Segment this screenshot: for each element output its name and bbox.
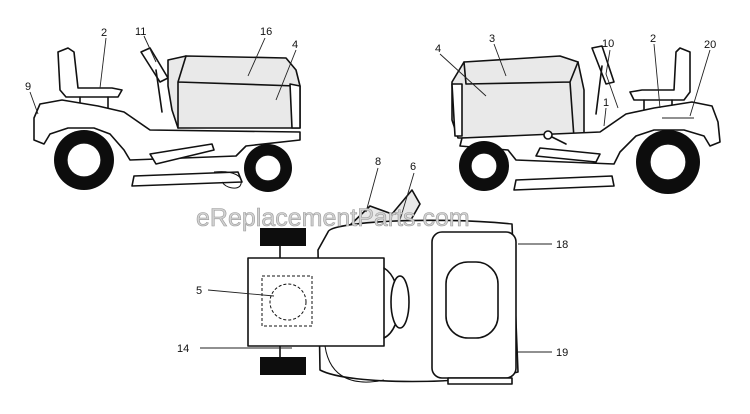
mower-deck-top [324,345,385,383]
rear-wheel-rim [66,142,102,178]
callout-2-right: 2 [650,33,656,45]
callout-labels: 2 11 16 4 9 3 4 10 2 20 1 8 6 5 14 18 19 [25,26,716,359]
rear-fender [459,101,721,165]
rear-wheel-rim [649,143,687,181]
hood [451,55,585,139]
steering-column [595,65,603,115]
callout-8: 8 [375,156,381,168]
hood-top-panel [463,61,579,139]
leader-lines [29,35,711,353]
tractor-top-view [247,189,519,385]
steering-wheel [140,47,169,83]
foot-deck [149,143,215,165]
callout-11: 11 [135,26,146,38]
callout-10: 10 [602,38,614,50]
steering-wheel [591,45,615,85]
watermark: eReplacementParts.com [196,204,470,232]
throttle-lever [551,136,567,145]
callout-4-left: 4 [292,39,298,51]
callout-18: 18 [556,239,568,251]
tractor-left-side-view [33,47,301,192]
steering-column [155,69,163,113]
callout-1: 1 [603,97,609,109]
callout-9: 9 [25,81,31,93]
rear-fender [33,99,301,161]
front-left-tire [260,228,306,246]
tractor-right-side-view [451,45,721,194]
throttle-knob [543,130,553,140]
mower-deck [131,171,243,187]
front-wheel-rim [470,152,498,180]
hood-grille [451,83,463,137]
front-right-tire [260,357,306,375]
hood [167,55,301,129]
seat-cushion [445,261,499,339]
hood-top-panel [177,55,297,129]
callout-20: 20 [704,39,716,51]
callout-6: 6 [410,161,416,173]
callout-19: 19 [556,347,568,359]
hood-top [247,257,385,347]
decal-5-outline [261,275,313,327]
front-wheel-rim [254,154,282,182]
callout-4-right: 4 [435,43,441,55]
dash-ellipse [390,275,410,329]
callout-14: 14 [177,343,189,355]
foot-deck [535,147,601,163]
mower-deck [513,175,615,191]
callout-16: 16 [260,26,272,38]
callout-2-left: 2 [101,27,107,39]
rear-bumper [447,377,513,385]
hood-grille [289,83,301,129]
seat [629,47,691,101]
seat [57,47,123,98]
callout-3: 3 [489,33,495,45]
decal-5-circle [269,283,307,321]
discharge-chute [213,171,242,189]
callout-5: 5 [196,285,202,297]
